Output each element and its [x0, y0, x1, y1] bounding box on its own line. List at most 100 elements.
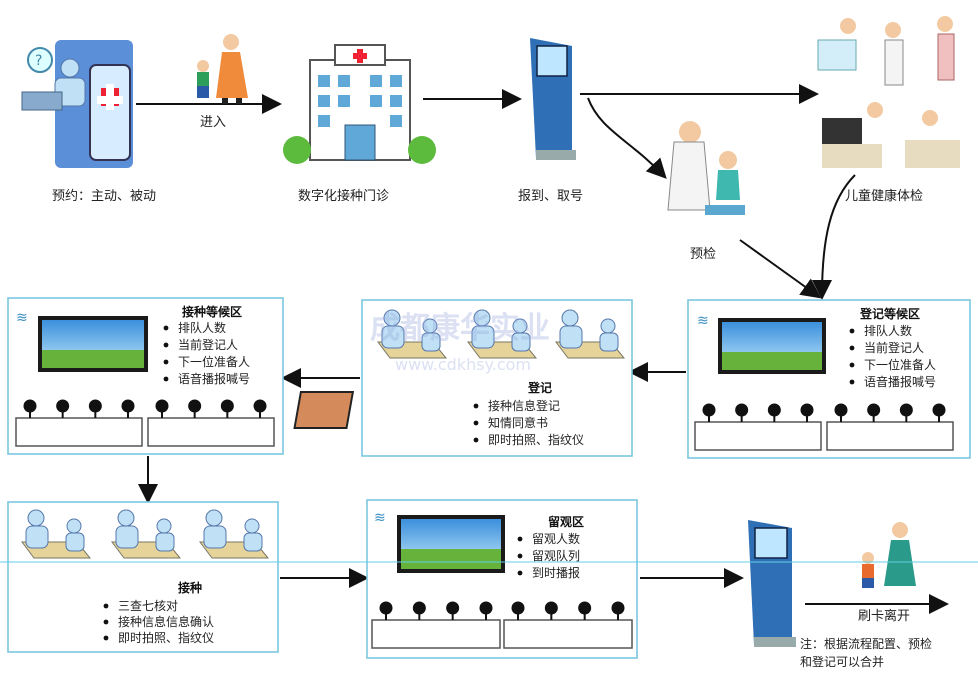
wifi-icon: ≋: [374, 510, 386, 526]
arrow-health-to-regwait: [812, 174, 856, 300]
bullet-item: 知情同意书: [488, 415, 548, 430]
bullet-dot: [849, 362, 855, 368]
waiting-bench: [147, 417, 275, 447]
bullet-item: 到时播报: [532, 565, 580, 580]
client-body: [421, 332, 441, 352]
staff-body: [203, 525, 227, 549]
enter-label: 进入: [200, 115, 226, 130]
vaccinate-title: 接种: [178, 580, 202, 595]
bullet-item: 接种信息登记: [488, 398, 560, 413]
bullet-dot: [517, 570, 523, 576]
person-head: [578, 601, 592, 615]
bullet-item: 留观人数: [532, 531, 580, 546]
arrow-to-precheck: [587, 97, 667, 179]
checkin-kiosk-icon: [530, 38, 576, 160]
staff-body: [115, 525, 139, 549]
person-head: [379, 601, 393, 615]
person-head: [899, 403, 913, 417]
bullet-item: 即时拍照、指纹仪: [488, 432, 584, 447]
bullet-item: 排队人数: [178, 320, 226, 335]
checkin-label: 报到、取号: [518, 189, 583, 204]
person-head: [702, 403, 716, 417]
staff-head: [561, 309, 579, 327]
hospital-building-icon: [283, 44, 436, 164]
bullet-dot: [473, 420, 479, 426]
person-head: [867, 403, 881, 417]
person-head: [735, 403, 749, 417]
watermark-text: 成都康华实业: [370, 311, 550, 346]
person-head: [479, 601, 493, 615]
person-head: [800, 403, 814, 417]
person-head: [121, 399, 135, 413]
staff-body: [25, 525, 49, 549]
person-head: [932, 403, 946, 417]
client-body: [65, 532, 85, 552]
phone-reservation-icon: ?: [21, 40, 133, 168]
client-body: [511, 332, 531, 352]
wifi-icon: ≋: [16, 310, 28, 326]
person-head: [767, 403, 781, 417]
bullet-dot: [103, 603, 109, 609]
waiting-bench: [15, 417, 143, 447]
bullet-dot: [849, 328, 855, 334]
bullet-dot: [163, 342, 169, 348]
bullet-item: 留观队列: [532, 548, 580, 563]
bullet-item: 下一位准备人: [864, 357, 936, 372]
bullet-item: 语音播报喊号: [178, 371, 250, 386]
waiting-bench: [694, 421, 822, 451]
staff-body: [381, 325, 405, 349]
client-body: [243, 532, 263, 552]
person-head: [253, 399, 267, 413]
bullet-item: 接种信息信息确认: [118, 614, 214, 629]
bullet-dot: [517, 553, 523, 559]
person-head: [446, 601, 460, 615]
bullet-dot: [163, 376, 169, 382]
person-head: [511, 601, 525, 615]
reserve-label: 预约：主动、被动: [52, 189, 156, 204]
person-head: [88, 399, 102, 413]
clinic-label: 数字化接种门诊: [298, 188, 389, 204]
waiting-bench: [371, 619, 501, 649]
reg-wait-title: 登记等候区: [859, 306, 920, 321]
staff-body: [559, 325, 583, 349]
bullet-dot: [473, 403, 479, 409]
bullet-item: 排队人数: [864, 323, 912, 338]
parent-child-leaving-icon: [862, 522, 916, 588]
person-head: [611, 601, 625, 615]
observe-title: 留观区: [548, 514, 584, 529]
svg-text:?: ?: [35, 53, 42, 69]
client-head: [244, 518, 260, 534]
person-head: [834, 403, 848, 417]
parent-child-icon: [197, 34, 248, 104]
client-head: [66, 518, 82, 534]
client-head: [600, 318, 616, 334]
waiting-bench: [503, 619, 633, 649]
person-head: [412, 601, 426, 615]
bullet-item: 当前登记人: [178, 337, 238, 352]
note-line-1: 注：根据流程配置、预检: [800, 636, 932, 651]
watermark-url: www.cdkhsy.com: [395, 355, 531, 374]
exit-kiosk-icon: [748, 520, 796, 647]
person-head: [56, 399, 70, 413]
bullet-item: 即时拍照、指纹仪: [118, 630, 214, 645]
arrow-precheck-to-regwait: [739, 239, 822, 299]
wifi-icon: ≋: [697, 313, 709, 329]
person-head: [155, 399, 169, 413]
client-head: [156, 518, 172, 534]
bullet-dot: [163, 359, 169, 365]
health-label: 儿童健康体检: [845, 188, 923, 204]
person-head: [220, 399, 234, 413]
client-body: [599, 332, 619, 352]
waiting-bench: [826, 421, 954, 451]
bullet-dot: [517, 536, 523, 542]
bullet-dot: [103, 635, 109, 641]
bullet-item: 语音播报喊号: [864, 374, 936, 389]
bullet-dot: [473, 437, 479, 443]
staff-head: [117, 509, 135, 527]
person-head: [188, 399, 202, 413]
